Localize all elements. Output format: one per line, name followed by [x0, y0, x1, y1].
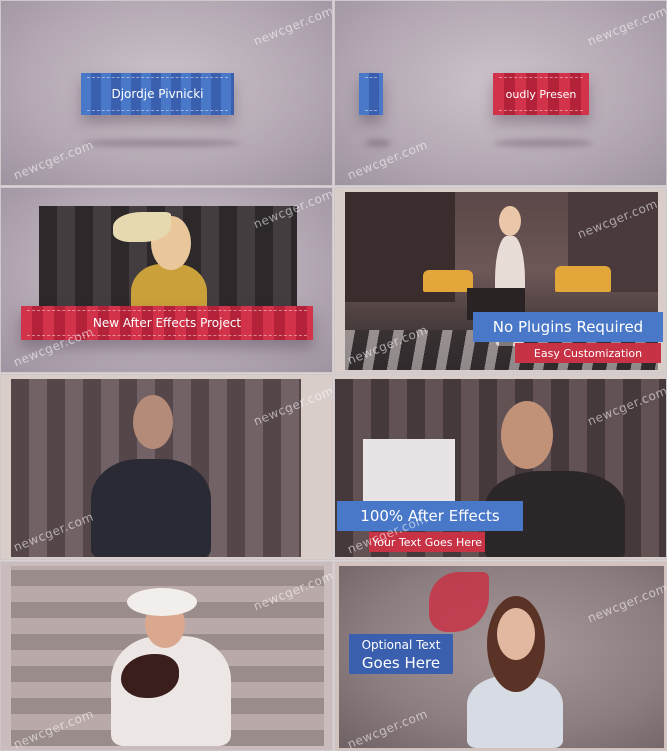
man-figure [91, 459, 211, 557]
watermark-text: newcger.com [11, 137, 96, 183]
ribbon-floor-shadow [81, 139, 241, 147]
no-plugins-title-box: No Plugins Required [473, 312, 663, 342]
watermark-text: newcger.com [585, 3, 667, 49]
new-project-ribbon-text: New After Effects Project [92, 316, 242, 330]
chocolate-splash [121, 654, 179, 698]
presents-ribbon-text: oudly Presen [505, 87, 577, 101]
ribbon-floor-shadow [365, 139, 391, 147]
optional-text-box: Optional Text Goes Here [349, 634, 453, 674]
panel-no-plugins: No Plugins Required Easy Customization n… [334, 187, 667, 373]
your-text-goes-here: Your Text Goes Here [371, 535, 483, 549]
watermark-text: newcger.com [251, 3, 333, 49]
name-ribbon: Djordje Pivnicki [81, 73, 234, 115]
woman-hair [113, 212, 171, 242]
laptop-screen [363, 439, 455, 509]
name-ribbon-text: Djordje Pivnicki [111, 87, 204, 101]
panel-after-effects: 100% After Effects Your Text Goes Here n… [334, 374, 667, 560]
presents-ribbon: oudly Presen [493, 73, 589, 115]
taxi-left [423, 270, 473, 292]
panel-businessman: newcger.com newcger.com [0, 374, 333, 560]
new-project-ribbon: New After Effects Project [21, 306, 313, 340]
panel-new-project: New After Effects Project newcger.com ne… [0, 187, 333, 373]
panel-chef: newcger.com newcger.com [0, 561, 333, 751]
businessman-photo [11, 379, 301, 557]
chef-photo [11, 566, 324, 746]
ribbon-floor-shadow [493, 139, 593, 147]
easy-customization-box: Easy Customization [515, 343, 661, 363]
panel-optional-text: Optional Text Goes Here newcger.com newc… [334, 561, 667, 751]
optional-text-line2: Goes Here [361, 654, 441, 672]
panel-presents: oudly Presen newcger.com newcger.com [334, 0, 667, 186]
woman-head [497, 608, 535, 660]
no-plugins-title: No Plugins Required [492, 318, 644, 336]
easy-customization-text: Easy Customization [533, 346, 643, 360]
chef-hat [127, 588, 197, 616]
after-effects-title-box: 100% After Effects [337, 501, 523, 531]
optional-text-line1: Optional Text [361, 638, 441, 652]
woman-head [499, 206, 521, 236]
fashion-photo [39, 206, 297, 330]
folded-blue-tab [359, 73, 383, 115]
man-head [133, 395, 173, 449]
man-head [501, 401, 553, 469]
after-effects-title: 100% After Effects [360, 507, 500, 525]
paint-splash [429, 572, 489, 632]
taxi-right [555, 266, 611, 292]
your-text-box: Your Text Goes Here [369, 532, 485, 552]
panel-name-intro: Djordje Pivnicki newcger.com newcger.com [0, 0, 333, 186]
